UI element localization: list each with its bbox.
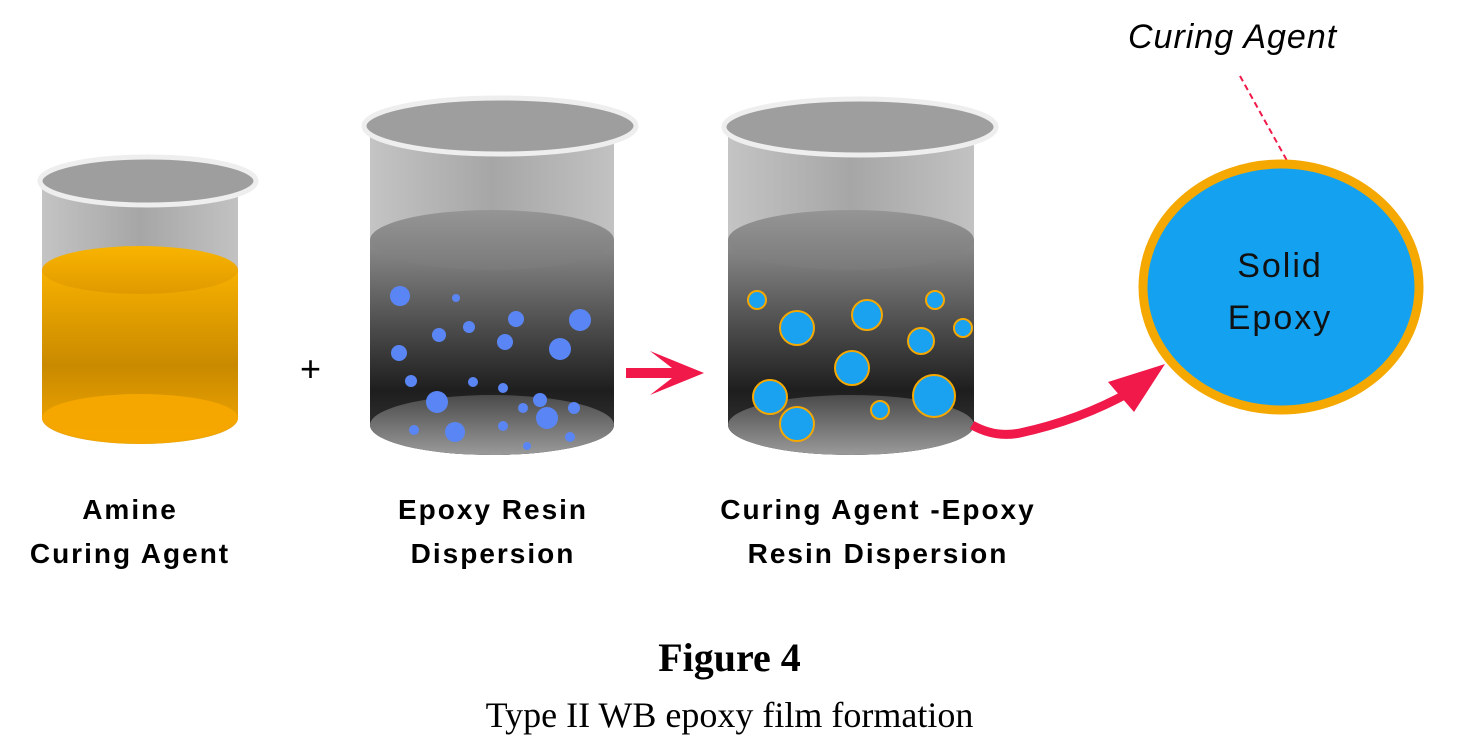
plus-sign: + (300, 348, 322, 389)
amine-label-line1: Amine (82, 494, 178, 525)
cure-arrow (969, 364, 1165, 439)
mix-arrow (626, 351, 704, 395)
epoxy-resin-dispersion-label: Epoxy Resin Dispersion (370, 488, 616, 576)
solid-epoxy-particle (1138, 159, 1424, 415)
amine-curing-agent-label: Amine Curing Agent (10, 488, 250, 576)
curing-agent-epoxy-beaker-rim (721, 96, 999, 158)
amine-liquid-surface (42, 246, 238, 294)
figure-caption: Type II WB epoxy film formation (485, 695, 974, 735)
curing-agent-epoxy-beaker (721, 96, 999, 455)
epoxy-resin-beaker (361, 95, 639, 455)
solid-epoxy-label: Solid Epoxy (1200, 240, 1360, 344)
solid-epoxy-label-line1: Solid (1237, 247, 1323, 285)
amine-beaker (37, 154, 259, 444)
mixed-dispersion-label-line2: Resin Dispersion (747, 538, 1009, 569)
epoxy-resin-label-line1: Epoxy Resin (397, 494, 589, 525)
amine-label-line2: Curing Agent (29, 538, 231, 569)
coated-epoxy-particles (747, 290, 973, 442)
curing-agent-epoxy-dispersion-label: Curing Agent -Epoxy Resin Dispersion (712, 488, 1044, 576)
amine-beaker-rim (37, 154, 259, 208)
curing-agent-callout-label: Curing Agent (1128, 18, 1338, 56)
mixed-dispersion-label-line1: Curing Agent -Epoxy (720, 494, 1036, 525)
figure-title: Figure 4 (658, 635, 801, 680)
epoxy-resin-beaker-rim (361, 95, 639, 157)
epoxy-resin-label-line2: Dispersion (410, 538, 576, 569)
solid-epoxy-label-line2: Epoxy (1227, 299, 1333, 337)
epoxy-droplets (390, 286, 591, 450)
